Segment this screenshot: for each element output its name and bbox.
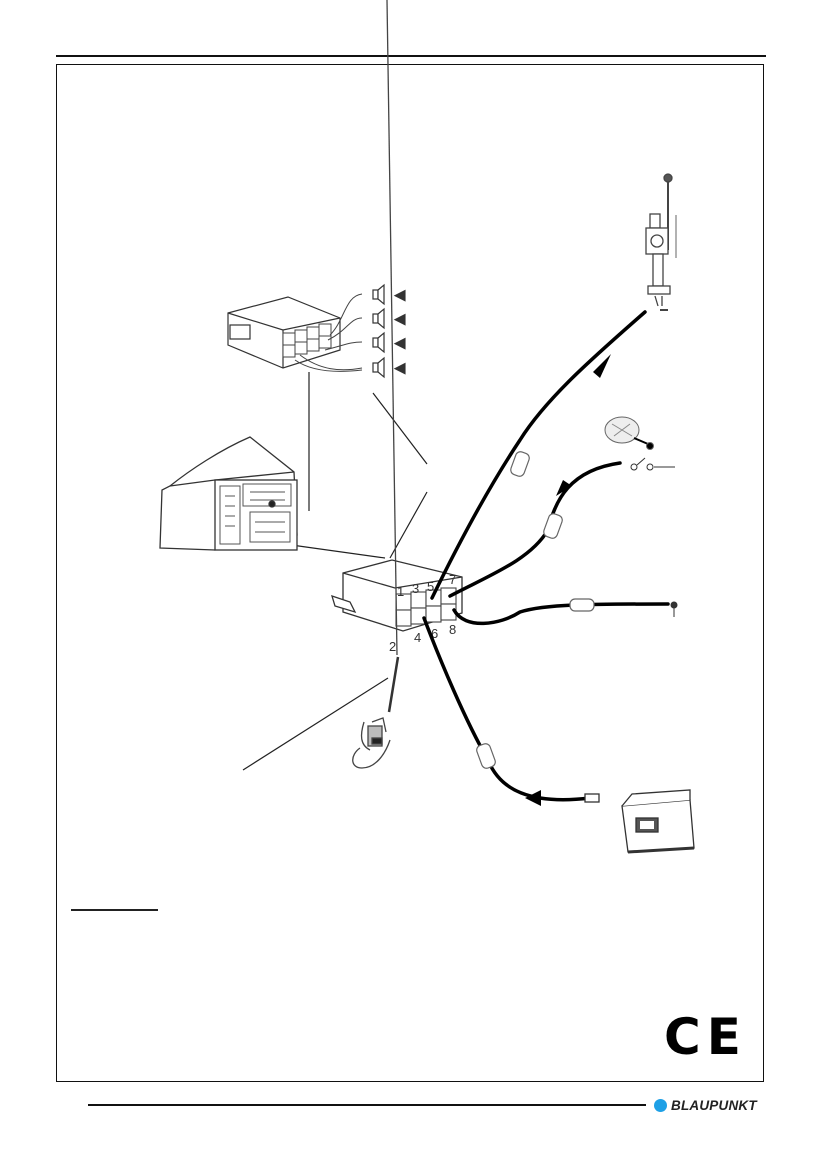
svg-text:◀: ◀ — [395, 287, 405, 302]
fuse-icon — [569, 598, 595, 612]
battery-cable — [422, 616, 592, 802]
pin-label: 2 — [389, 639, 396, 654]
telephone-icon — [352, 0, 400, 769]
illumination-icon — [670, 601, 678, 617]
power-antenna-icon — [645, 173, 677, 311]
cable-arrows — [525, 354, 611, 806]
brand-logo: BLAUPUNKT — [654, 1095, 757, 1115]
leader-connector — [389, 491, 428, 559]
ce-mark: CE — [664, 1008, 747, 1066]
header-rule — [56, 55, 766, 57]
leader-speakers — [372, 392, 428, 465]
ignition-cable — [448, 461, 622, 598]
arrow-icon — [525, 790, 541, 806]
pin-label: 3 — [412, 581, 419, 596]
arrow-icon — [593, 354, 611, 378]
leader-lines — [242, 372, 428, 771]
amplifier-icon — [227, 293, 363, 372]
iso-connector-icon — [331, 559, 463, 632]
diagram-frame — [56, 64, 764, 1082]
battery-icon — [584, 789, 695, 854]
section-underline — [71, 909, 158, 911]
svg-text:◀: ◀ — [395, 335, 405, 350]
antenna-cable — [430, 310, 647, 600]
brand-name: BLAUPUNKT — [671, 1097, 757, 1113]
brand-dot-icon — [654, 1098, 667, 1112]
pin-label: 4 — [414, 630, 421, 645]
cables — [422, 310, 670, 802]
connector-pin-labels: 1 3 5 7 2 4 6 8 — [389, 572, 456, 654]
ignition-icon — [604, 416, 675, 471]
pin-label: 8 — [449, 622, 456, 637]
fuse-icon — [476, 743, 496, 769]
svg-text:◀: ◀ — [395, 311, 405, 326]
speaker-icon: ◀ ◀ ◀ ◀ — [372, 283, 406, 379]
pin-label: 5 — [427, 579, 434, 594]
arrow-icon — [556, 480, 572, 496]
footer-rule — [88, 1104, 646, 1106]
illumination-cable — [452, 602, 670, 626]
fuse-icon — [510, 451, 530, 477]
svg-text:◀: ◀ — [395, 360, 405, 375]
pin-label: 7 — [449, 572, 456, 587]
fuse-icon — [543, 513, 563, 539]
fuse-holders — [476, 451, 595, 769]
pin-label: 6 — [431, 626, 438, 641]
leader-telephone — [242, 677, 389, 771]
car-radio-icon — [159, 436, 298, 551]
pin-label: 1 — [397, 584, 404, 599]
